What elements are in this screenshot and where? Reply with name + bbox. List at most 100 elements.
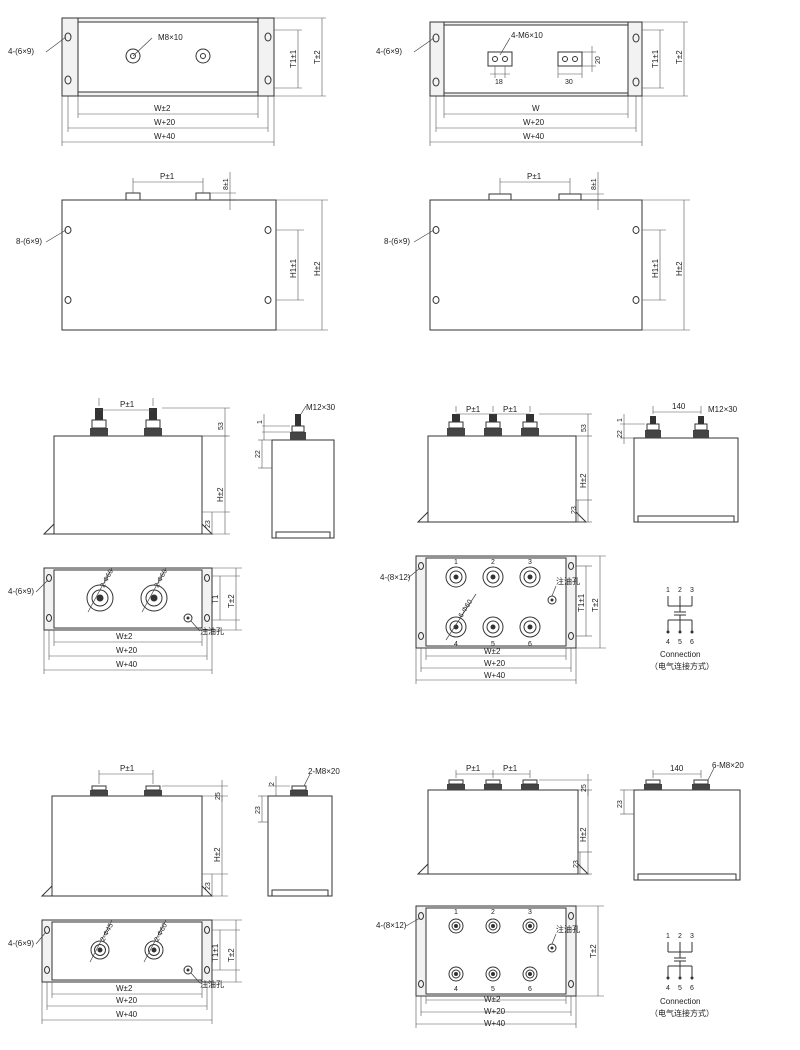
view-10-terminal-number: 5 bbox=[491, 641, 495, 648]
view-4-8-dim: 8±1 bbox=[591, 178, 598, 190]
view-3-body bbox=[61, 199, 277, 331]
view-14-p-dim: P±1 bbox=[466, 764, 481, 773]
view-14-terminal bbox=[484, 779, 502, 790]
view-3-h1-dim: H1±1 bbox=[289, 258, 298, 278]
view-14-dim-25: 25 bbox=[581, 784, 588, 792]
view-5-h-dim: H±2 bbox=[216, 487, 225, 502]
view-6-terminal bbox=[290, 414, 306, 440]
view-4-h1-dim: H1±1 bbox=[651, 258, 660, 278]
view-11-terminal bbox=[90, 785, 108, 796]
view-10-terminal bbox=[445, 616, 467, 638]
view-7-plan: 2-Φ60 2-Φ60 注油孔 4-(6×9) T1 T±2 W±2 W+20 … bbox=[8, 567, 242, 674]
view-4-mount-hole bbox=[432, 296, 440, 304]
view-6-dim-22: 22 bbox=[255, 450, 262, 458]
view-16-w40-dim: W+40 bbox=[484, 1019, 506, 1028]
view-4-h-dim: H±2 bbox=[675, 261, 684, 276]
view-9-side-elevation: 140 M12×30 1 22 bbox=[617, 402, 739, 523]
connection-terminal-number: 5 bbox=[678, 985, 682, 992]
view-11-dim-23: 23 bbox=[205, 882, 212, 890]
view-16-terminal bbox=[448, 966, 464, 982]
view-9-dim-1: 1 bbox=[617, 418, 624, 422]
view-3-p-dim: P±1 bbox=[160, 172, 175, 181]
view-9-thread-label: M12×30 bbox=[708, 405, 738, 414]
view-1-terminal bbox=[195, 48, 211, 64]
connection-diagram-2: 1 2 3 4 5 6 Connection （电气连接方式） bbox=[650, 933, 714, 1018]
view-14-p-dim: P±1 bbox=[503, 764, 518, 773]
view-7-holes-label: 4-(6×9) bbox=[8, 587, 34, 596]
view-7-terminal bbox=[86, 584, 114, 612]
view-10-holes-label: 4-(8×12) bbox=[380, 573, 411, 582]
view-3-terminal bbox=[125, 192, 141, 201]
view-13-w-dim: W±2 bbox=[116, 984, 133, 993]
view-7-w40-dim: W+40 bbox=[116, 660, 138, 669]
view-10-plan: 1 2 3 4 5 6 6-Φ60 注油孔 4-(8×12) T1±1 T±2 … bbox=[380, 555, 606, 684]
view-9-dim-22: 22 bbox=[617, 430, 624, 438]
view-14-dim-23: 23 bbox=[573, 860, 580, 868]
view-10-terminal bbox=[482, 616, 504, 638]
view-3-8-dim: 8±1 bbox=[223, 178, 230, 190]
view-5-dim-53: 53 bbox=[218, 422, 225, 430]
view-16-terminal-number: 6 bbox=[528, 986, 532, 993]
view-3-mount-hole bbox=[264, 226, 272, 234]
view-16-terminal bbox=[522, 966, 538, 982]
view-10-terminal bbox=[519, 566, 541, 588]
view-7-terminal bbox=[140, 584, 168, 612]
view-3-mount-hole bbox=[64, 226, 72, 234]
view-12-body bbox=[267, 795, 333, 897]
view-5-dim-23: 23 bbox=[205, 520, 212, 528]
view-1-terminal-core bbox=[130, 53, 136, 59]
view-4-body bbox=[429, 199, 643, 331]
view-11-h-dim: H±2 bbox=[213, 847, 222, 862]
connection-caption: Connection bbox=[660, 650, 700, 659]
view-5-terminal bbox=[90, 408, 108, 436]
view-1-thread-label: M8×10 bbox=[158, 33, 183, 42]
view-12-dim-2: 2 bbox=[269, 782, 276, 786]
view-10-w40-dim: W+40 bbox=[484, 671, 506, 680]
view-9-body bbox=[633, 437, 739, 523]
view-13-body bbox=[51, 921, 203, 981]
view-16-holes-label: 4-(8×12) bbox=[376, 921, 407, 930]
view-14-h-dim: H±2 bbox=[579, 827, 588, 842]
view-10-terminal-number: 3 bbox=[528, 559, 532, 566]
view-7-t-dim: T±2 bbox=[227, 594, 236, 608]
view-2-mount-hole bbox=[632, 33, 640, 43]
view-8-dim-53: 53 bbox=[581, 424, 588, 432]
view-4-holes-label: 8-(6×9) bbox=[384, 237, 410, 246]
view-2-mount-hole bbox=[432, 77, 440, 87]
connection-diagram-1: 1 2 3 4 5 6 Connection （电气连接方式） bbox=[650, 587, 714, 671]
view-11-dim-25: 25 bbox=[215, 792, 222, 800]
view-7-t1-dim: T1 bbox=[211, 594, 220, 604]
view-16-body bbox=[425, 907, 567, 995]
view-12-terminal bbox=[290, 785, 308, 796]
view-2-t1-dim: T1±1 bbox=[651, 49, 660, 68]
view-2-dim-20: 20 bbox=[595, 56, 602, 64]
view-1-plan: M8×10 4-(6×9) T1±1 T±2 W±2 W+20 W+40 bbox=[8, 17, 326, 146]
view-7-w20-dim: W+20 bbox=[116, 646, 138, 655]
view-2-busbar bbox=[487, 51, 513, 67]
connection-terminal-number: 5 bbox=[678, 639, 682, 646]
view-1-t-dim: T±2 bbox=[313, 50, 322, 64]
view-16-terminal bbox=[448, 918, 464, 934]
connection-terminal-number: 2 bbox=[678, 933, 682, 940]
view-6-body bbox=[271, 439, 335, 539]
view-1-body bbox=[77, 21, 259, 93]
connection-terminal-number: 6 bbox=[690, 639, 694, 646]
view-13-terminal bbox=[90, 940, 110, 960]
view-14-body bbox=[427, 789, 579, 875]
view-7-w-dim: W±2 bbox=[116, 632, 133, 641]
view-8-h-dim: H±2 bbox=[579, 473, 588, 488]
view-16-terminal-number: 4 bbox=[454, 986, 458, 993]
view-4-mount-hole bbox=[632, 296, 640, 304]
view-10-terminal-number: 2 bbox=[491, 559, 495, 566]
view-2-thread-label: 4-M6×10 bbox=[511, 31, 543, 40]
view-8-terminal bbox=[484, 414, 502, 436]
view-8-terminal bbox=[447, 414, 465, 436]
view-11-terminal bbox=[144, 785, 162, 796]
view-16-terminal-number: 5 bbox=[491, 986, 495, 993]
view-16-t-dim: T±2 bbox=[589, 944, 598, 958]
view-1-t1-dim: T1±1 bbox=[289, 49, 298, 68]
view-6-thread-label: M12×30 bbox=[306, 403, 336, 412]
view-2-w20-dim: W+20 bbox=[523, 118, 545, 127]
connection-terminal-number: 1 bbox=[666, 933, 670, 940]
view-1-mount-hole bbox=[264, 75, 272, 85]
